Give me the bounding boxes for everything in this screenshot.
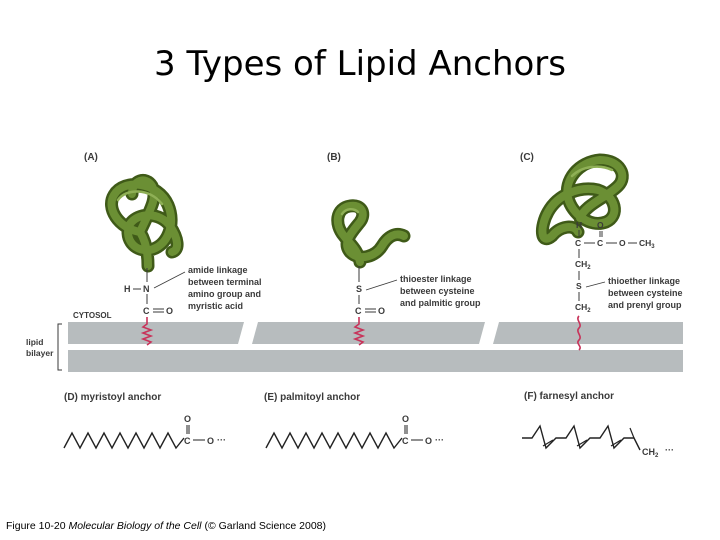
membrane-break: [479, 322, 499, 344]
annotation-a-line-3: amino group and: [188, 289, 261, 299]
atom-c: C: [402, 436, 409, 446]
continuation-dots: ···: [665, 445, 674, 455]
membrane-break: [238, 322, 258, 344]
atom-o: O: [402, 414, 409, 424]
panel-c-label: (C): [520, 152, 534, 163]
caption-suffix: (© Garland Science 2008): [201, 520, 326, 532]
membrane-bilayer: [68, 322, 683, 372]
protein-c: [536, 153, 629, 245]
myristoyl-zigzag: [63, 431, 185, 450]
linkage-a: H N C O: [124, 268, 173, 346]
atom-n: N: [143, 284, 150, 294]
farnesyl-backbone: [522, 424, 641, 451]
atom-o: O: [378, 306, 385, 316]
continuation-dots: ···: [217, 435, 226, 445]
atom-o: O: [184, 414, 191, 424]
caption-prefix: Figure 10-20: [6, 520, 69, 532]
annotation-b-line-1: thioester linkage: [400, 274, 472, 284]
palmitoyl-structure: C O O ···: [265, 414, 444, 450]
farnesyl-chain: [577, 315, 581, 351]
panel-d-label: (D) myristoyl anchor: [64, 392, 161, 403]
atom-o: O: [207, 436, 214, 446]
farnesyl-structure: CH2 ···: [522, 424, 674, 459]
methylene-group: CH2: [642, 447, 659, 459]
atom-o: O: [166, 306, 173, 316]
atom-o: O: [597, 220, 604, 230]
annotation-b-line-3: and palmitic group: [400, 298, 481, 308]
annotation-b-pointer: [365, 279, 398, 291]
atom-o: O: [425, 436, 432, 446]
linkage-c: H C C O O CH3 CH2 S CH2: [575, 220, 655, 351]
linkage-b: S C O: [352, 266, 385, 346]
atom-h: H: [124, 284, 131, 294]
annotation-c-pointer: [585, 281, 606, 288]
caption-book-title: Molecular Biology of the Cell: [68, 520, 202, 532]
annotation-c-line-3: and prenyl group: [608, 300, 682, 310]
annotation-c-line-1: thioether linkage: [608, 276, 680, 286]
annotation-b-line-2: between cysteine: [400, 286, 475, 296]
methylene-group: CH2: [575, 302, 591, 314]
annotation-a-pointer: [153, 271, 186, 289]
bilayer-bracket: [57, 323, 62, 371]
panel-e-label: (E) palmitoyl anchor: [264, 392, 360, 403]
palmitoyl-chain: [352, 317, 366, 346]
annotation-c-line-2: between cysteine: [608, 288, 683, 298]
outer-leaflet: [68, 322, 683, 344]
panel-f-label: (F) farnesyl anchor: [524, 391, 614, 402]
figure-caption: Figure 10-20 Molecular Biology of the Ce…: [6, 520, 326, 532]
atom-s: S: [576, 281, 582, 291]
methyl-group: CH3: [639, 238, 655, 250]
annotation-a-line-1: amide linkage: [188, 265, 248, 275]
panel-a-label: (A): [84, 152, 98, 163]
myristoyl-chain: [140, 317, 154, 346]
atom-s: S: [356, 284, 362, 294]
methylene-group: CH2: [575, 259, 591, 271]
atom-o: O: [619, 238, 626, 248]
lipid-label: lipid: [26, 337, 43, 347]
atom-c: C: [355, 306, 362, 316]
atom-c: C: [575, 238, 581, 248]
atom-h: H: [576, 220, 582, 230]
inner-leaflet: [68, 350, 683, 372]
atom-c: C: [184, 436, 191, 446]
panel-b-label: (B): [327, 152, 341, 163]
annotation-a-line-4: myristic acid: [188, 301, 243, 311]
palmitoyl-zigzag: [265, 431, 403, 450]
slide-title: 3 Types of Lipid Anchors: [154, 44, 566, 84]
continuation-dots: ···: [435, 435, 444, 445]
myristoyl-structure: C O O ···: [63, 414, 226, 450]
protein-b: [331, 199, 411, 269]
atom-c: C: [597, 238, 603, 248]
cytosol-label: CYTOSOL: [73, 311, 112, 320]
protein-a: [105, 174, 184, 273]
bilayer-label: bilayer: [26, 348, 54, 358]
annotation-a-line-2: between terminal: [188, 277, 262, 287]
atom-c: C: [143, 306, 150, 316]
